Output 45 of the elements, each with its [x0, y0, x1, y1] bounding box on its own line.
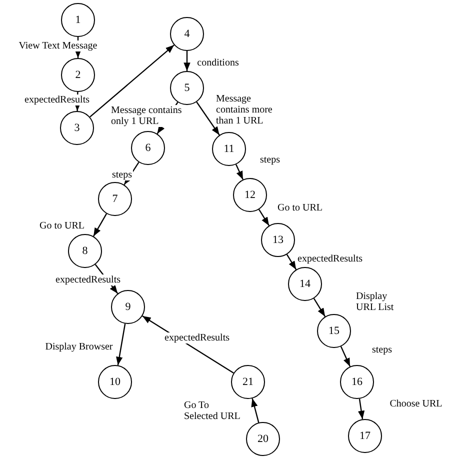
arrow [196, 102, 220, 136]
node-number: 6 [145, 142, 151, 154]
arrow [184, 51, 190, 71]
arrow [286, 254, 297, 270]
node-number: 12 [244, 190, 256, 200]
arrow [92, 213, 108, 237]
node-number: 4 [184, 28, 190, 40]
arrow [258, 209, 270, 226]
node-number: 14 [300, 278, 310, 290]
edge-label: conditions [196, 58, 240, 68]
node-number: 13 [272, 234, 284, 246]
node-number: 20 [258, 434, 268, 444]
edge-label: View Text Message [18, 40, 98, 52]
node-number: 21 [242, 376, 254, 388]
node-number: 3 [74, 122, 80, 134]
node-number: 9 [125, 302, 131, 312]
edge-label: steps [111, 170, 133, 180]
edge-label: expectedResults [164, 332, 230, 344]
arrow [358, 398, 365, 420]
node-number: 10 [110, 376, 120, 388]
edge-label: Display Browser [44, 342, 114, 352]
node-number: 17 [360, 430, 370, 442]
edge-label: steps [259, 154, 281, 166]
arrow [90, 44, 174, 118]
arrow [340, 346, 351, 367]
node-number: 15 [328, 326, 340, 336]
arrow [236, 164, 244, 180]
node-number: 7 [112, 194, 118, 204]
edge-label: expectedResults [296, 254, 364, 264]
edge-label: Choose URL [388, 398, 444, 410]
edge-label: Go to URL [38, 220, 86, 232]
edge-label: expectedResults [24, 94, 90, 106]
node-number: 8 [82, 246, 88, 256]
edge-label: Go to URL [276, 202, 324, 214]
node-number: 1 [75, 14, 81, 26]
edge-label: steps [371, 344, 393, 356]
edge-label: Go To Selected URL [183, 400, 243, 422]
arrow [116, 324, 126, 366]
arrow [313, 298, 326, 317]
edge-label: expectedResults [54, 274, 122, 286]
arrow [251, 398, 260, 423]
node-number: 16 [352, 376, 362, 388]
node-number: 11 [224, 144, 234, 154]
node-number: 5 [184, 82, 190, 94]
node-number: 2 [75, 70, 81, 80]
